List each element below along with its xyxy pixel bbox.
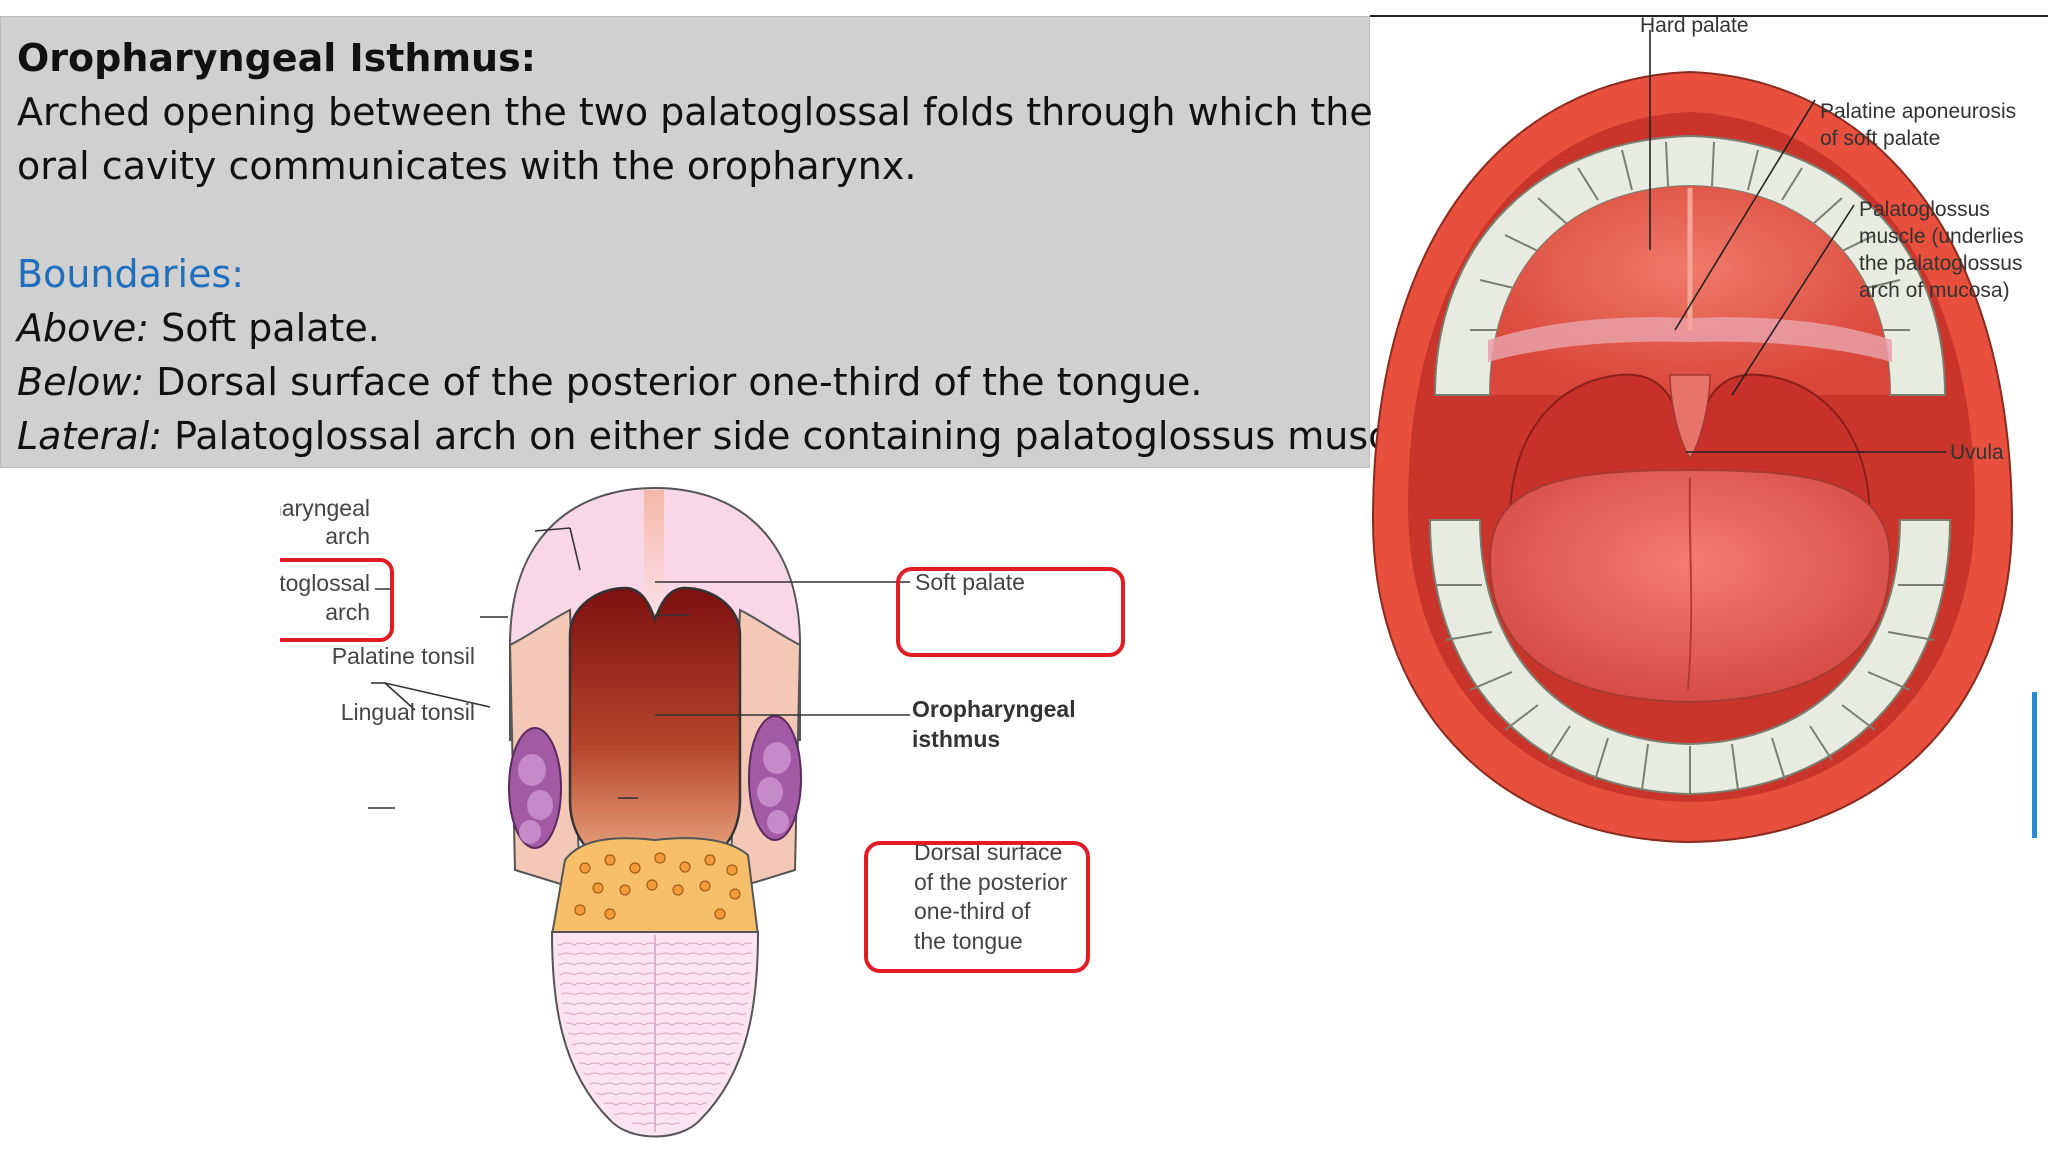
label-palatoglossus-2: muscle (underlies — [1859, 225, 2024, 248]
boundaries-heading: Boundaries: — [17, 252, 245, 296]
tongue-fissure — [1687, 477, 1693, 691]
label-lingual-tonsil: Lingual tonsil — [341, 699, 475, 725]
boundary-lateral-label: Lateral: — [17, 414, 163, 458]
boundary-below-label: Below: — [17, 360, 145, 404]
lingual-tonsil-nodules — [574, 852, 741, 920]
tongue-diagram-svg: Palatopharyngeal arch Palatoglossal arch… — [280, 486, 1125, 1138]
tongue-shape — [1488, 468, 1892, 704]
label-palatopharyngeal-1: Palatopharyngeal — [280, 495, 370, 521]
lower-teeth-dividers — [1435, 584, 1945, 794]
label-palatoglossal-1: Palatoglossal — [280, 570, 370, 596]
mouth-leader-lines — [1649, 30, 1946, 453]
tongue-leader-lines — [368, 527, 910, 809]
label-dorsal-3: one-third of — [914, 898, 1031, 924]
isthmus-opening-shape — [568, 586, 742, 877]
boundary-lateral: Lateral: Palatoglossal arch on either si… — [17, 409, 1435, 463]
boundary-above: Above: Soft palate. — [17, 301, 1353, 355]
label-soft-palate: Soft palate — [915, 569, 1025, 595]
boundary-below: Below: Dorsal surface of the posterior o… — [17, 355, 1353, 409]
label-dorsal-4: the tongue — [914, 928, 1023, 954]
description-line-1: Arched opening between the two palatoglo… — [17, 90, 1373, 134]
uvula-shape — [1669, 374, 1711, 460]
boundary-above-text: Soft palate. — [149, 306, 380, 350]
label-palatoglossal-2: arch — [325, 599, 370, 625]
label-palatine-aponeurosis-2: of soft palate — [1820, 127, 1940, 150]
label-uvula: Uvula — [1950, 441, 2004, 464]
label-palatopharyngeal-2: arch — [325, 523, 370, 549]
palatine-tonsil-right — [748, 715, 802, 841]
boundary-lateral-text: Palatoglossal arch on either side contai… — [162, 414, 1436, 458]
palatine-aponeurosis-band — [1488, 317, 1892, 362]
boundary-above-label: Above: — [17, 306, 150, 350]
highlight-palatoglossal-arch — [280, 558, 394, 642]
description-panel: Oropharyngeal Isthmus: Arched opening be… — [0, 16, 1435, 468]
open-mouth-diagram: Hard palate Palatine aponeurosis of soft… — [1370, 0, 2048, 850]
label-palatoglossus-4: arch of mucosa) — [1859, 279, 2010, 302]
label-hard-palate: Hard palate — [1640, 14, 1749, 37]
label-palatoglossus-3: the palatoglossus — [1859, 252, 2022, 275]
description-line-2: oral cavity communicates with the oropha… — [17, 144, 917, 188]
label-palatine-aponeurosis-1: Palatine aponeurosis — [1820, 100, 2016, 123]
tongue-isthmus-diagram: Palatopharyngeal arch Palatoglossal arch… — [280, 470, 1130, 1150]
mouth-diagram-svg: Hard palate Palatine aponeurosis of soft… — [1370, 14, 2048, 844]
label-dorsal-2: of the posterior — [914, 869, 1068, 895]
spacer — [17, 193, 1353, 247]
slide-edge-accent — [2032, 692, 2037, 838]
lower-teeth-arch — [1428, 519, 1952, 796]
palatine-tonsil-left — [508, 727, 562, 849]
label-oropharyngeal-2: isthmus — [912, 726, 1000, 752]
highlight-soft-palate — [896, 567, 1125, 657]
boundary-below-text: Dorsal surface of the posterior one-thir… — [144, 360, 1203, 404]
label-palatoglossus-1: Palatoglossus — [1859, 198, 1990, 221]
panel-title: Oropharyngeal Isthmus: — [17, 36, 536, 80]
label-oropharyngeal-1: Oropharyngeal — [912, 696, 1076, 722]
palate-midline-raphe — [644, 490, 664, 615]
label-palatine-tonsil: Palatine tonsil — [332, 643, 475, 669]
highlight-dorsal-surface — [864, 841, 1090, 973]
